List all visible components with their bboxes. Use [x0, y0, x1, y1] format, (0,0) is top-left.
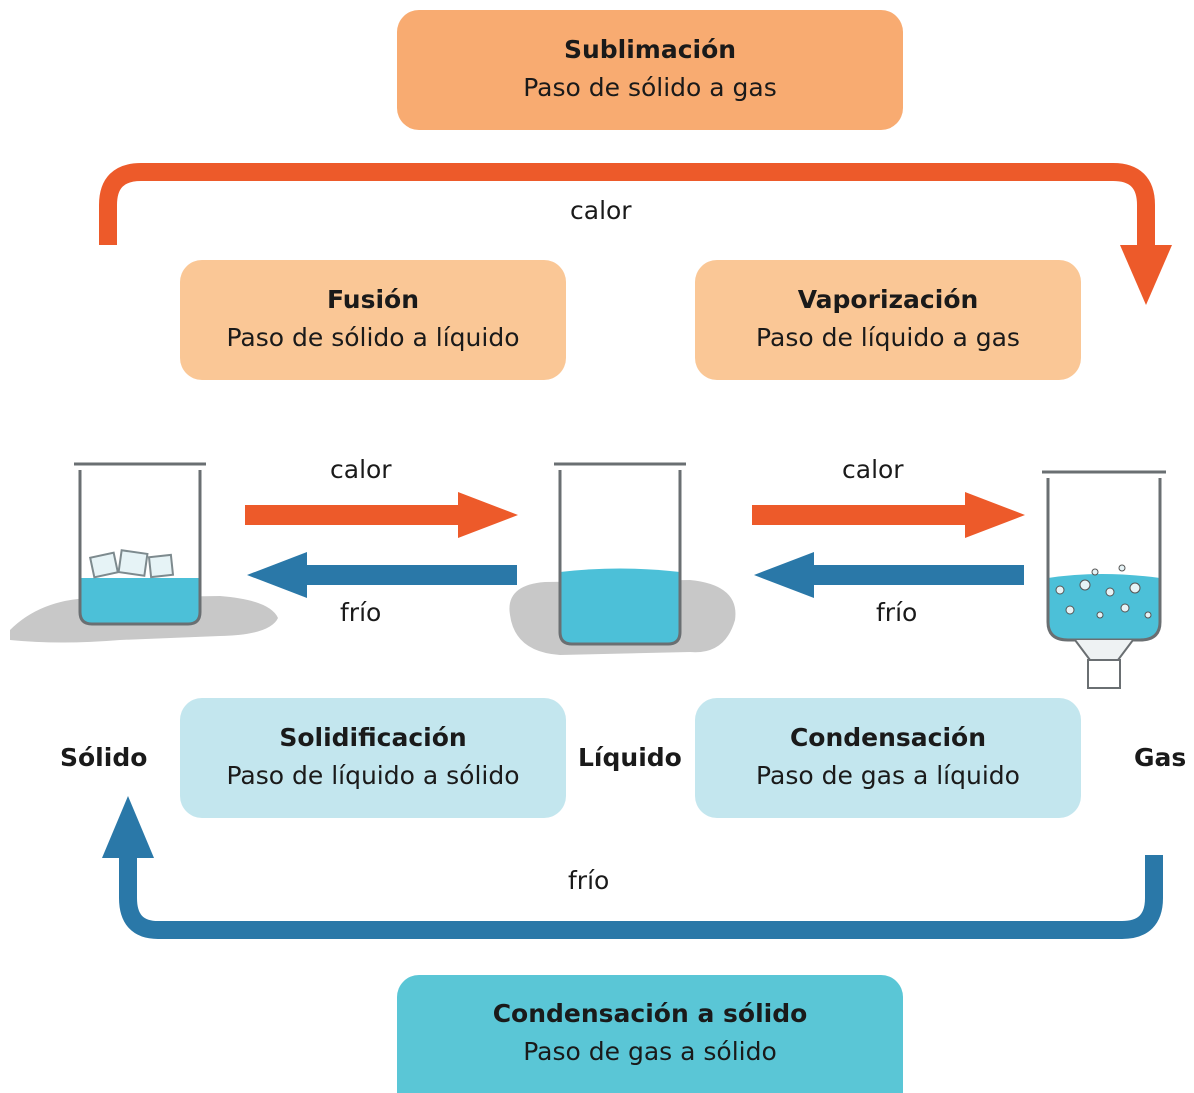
- vaporization-title: Vaporización: [797, 285, 979, 314]
- top-heat-label: calor: [570, 196, 632, 225]
- sublimation-arrow: [99, 163, 1172, 305]
- state-gas: Gas: [1134, 743, 1187, 772]
- sublimation-desc: Paso de sólido a gas: [523, 73, 777, 102]
- heat-label-1: calor: [330, 455, 392, 484]
- solidification-box: Solidificación Paso de líquido a sólido: [180, 698, 566, 818]
- deposition-desc: Paso de gas a sólido: [523, 1037, 777, 1066]
- bottom-cold-label: frío: [568, 866, 610, 895]
- solidification-desc: Paso de líquido a sólido: [226, 761, 520, 790]
- solid-beaker: [10, 462, 278, 643]
- deposition-box: Condensación a sólido Paso de gas a sóli…: [397, 975, 903, 1093]
- gas-beaker: [1042, 470, 1166, 689]
- condensation-title: Condensación: [789, 723, 987, 752]
- fusion-box: Fusión Paso de sólido a líquido: [180, 260, 566, 380]
- heat-label-2: calor: [842, 455, 904, 484]
- vaporization-desc: Paso de líquido a gas: [756, 323, 1020, 352]
- liquid-beaker: [509, 462, 736, 655]
- deposition-arrow: [102, 796, 1163, 939]
- sublimation-box: Sublimación Paso de sólido a gas: [397, 10, 903, 130]
- fusion-arrow: [245, 492, 518, 538]
- deposition-title: Condensación a sólido: [492, 999, 808, 1028]
- solidification-arrow: [247, 552, 517, 598]
- state-liquid: Líquido: [578, 743, 682, 772]
- fusion-desc: Paso de sólido a líquido: [226, 323, 520, 352]
- condensation-box: Condensación Paso de gas a líquido: [695, 698, 1081, 818]
- condensation-arrow: [754, 552, 1024, 598]
- cold-label-1: frío: [340, 598, 382, 627]
- vaporization-arrow: [752, 492, 1025, 538]
- sublimation-title: Sublimación: [563, 35, 737, 64]
- cold-label-2: frío: [876, 598, 918, 627]
- condensation-desc: Paso de gas a líquido: [756, 761, 1020, 790]
- state-solid: Sólido: [60, 743, 148, 772]
- solidification-title: Solidificación: [279, 723, 467, 752]
- fusion-title: Fusión: [326, 285, 420, 314]
- vaporization-box: Vaporización Paso de líquido a gas: [695, 260, 1081, 380]
